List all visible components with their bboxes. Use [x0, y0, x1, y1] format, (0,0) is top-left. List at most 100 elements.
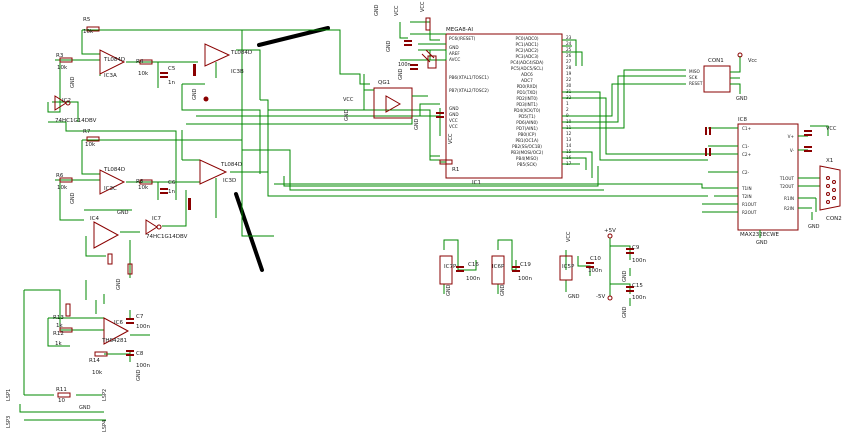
label-gnd-cap-2: GND: [398, 68, 404, 80]
mcu-pin-right: PB1(OC1A): [515, 138, 538, 143]
capacitor-c8: [126, 350, 134, 352]
max232-pin-right: T1OUT: [779, 176, 795, 181]
resistor-r7: [86, 136, 100, 142]
label-r11-value: 10: [58, 398, 65, 404]
label-ic7p: IC7P: [444, 264, 457, 270]
resistor-r11: [57, 392, 71, 398]
label-ic3d: IC3D: [223, 178, 236, 184]
label-ic6: IC6: [114, 320, 123, 326]
capacitor-c6: [160, 188, 168, 190]
max232-pin-left: C1+: [742, 126, 752, 131]
label-con2: CON2: [826, 216, 842, 222]
opamp-ic3b: [204, 43, 231, 67]
label-mcu: MEGA8-AI: [446, 27, 473, 33]
mcu-pin-right: PB0(ICP): [518, 132, 536, 137]
label-vcc-top: VCC: [394, 5, 400, 16]
label-gnd-isp: GND: [736, 96, 748, 102]
label-ic3b: IC3B: [231, 69, 244, 75]
label-ic2-type: 74HC1G14DBV: [55, 118, 97, 124]
ic3a-stage: R5 10k R3 10k TL084D IC3A R4 10k C5 1n T…: [47, 17, 291, 200]
capacitor-c5: [160, 72, 168, 74]
label-vcc-mcu: VCC: [448, 133, 454, 144]
capacitor-c7: [126, 318, 134, 320]
capacitor-c10: [586, 262, 594, 264]
capacitor-c9: [626, 248, 634, 250]
label-r3-value: 10k: [57, 65, 68, 71]
chip-max232: [737, 123, 799, 231]
label-gnda-4: GND: [70, 192, 76, 204]
label-gnd-mcu: GND: [414, 118, 420, 130]
resistor-r6: [59, 177, 73, 183]
mcu-pin-number: 23: [566, 35, 572, 40]
label-gnd-r11: GND: [79, 405, 91, 411]
label-lsp1: LSP1: [6, 389, 12, 401]
label-gnd-max: GND: [756, 240, 768, 246]
resistor-r14: [94, 351, 108, 357]
bus-wires: [186, 29, 708, 197]
mcu-pin-left: AVCC: [449, 57, 460, 62]
label-gnda-c15: GND: [622, 306, 628, 318]
mcu-pin-left: GND: [449, 45, 459, 50]
mcu-pin-number: 2: [566, 107, 569, 112]
label-vcc-osc: VCC: [343, 97, 354, 103]
isp-signal-label: RESET: [689, 81, 703, 86]
label-ic3b-type: TL084D: [230, 50, 252, 56]
label-c8-value: 100n: [136, 363, 150, 369]
mcu-decoupling: R1 VCC GND: [414, 108, 459, 173]
decoupling-ic5p: IC5P C10 100n GND VCC: [559, 231, 602, 300]
mcu-pin-number: 30: [566, 83, 572, 88]
label-r7: R7: [83, 129, 91, 135]
label-gnd-cap: GND: [386, 40, 392, 52]
mcu-block: MEGA8-AI IC1 PC6(/RESET)GNDAREFAVCCPB6(X…: [399, 21, 714, 186]
mcu-pin-number: 13: [566, 137, 572, 142]
label-lsp3: LSP3: [6, 416, 12, 428]
label-r8: R8: [136, 179, 144, 185]
label-gnd-osc: GND: [344, 109, 350, 121]
label-c5: C5: [168, 66, 176, 72]
mcu-pin-right: PC5(ADC5/SCL): [511, 66, 544, 71]
supply-ic6p: [491, 255, 505, 285]
label-gnda-3: GND: [117, 210, 129, 216]
label-gnd-db9: GND: [808, 224, 820, 230]
label-c16-value: 100n: [466, 276, 480, 282]
supply-ic7p: [439, 255, 453, 285]
label-c9: C9: [632, 245, 640, 251]
resistor-r5: [86, 26, 100, 32]
mcu-pin-number: 19: [566, 71, 572, 76]
label-gnd-ic5p: GND: [568, 294, 580, 300]
mcu-pin-right: PB2(SS/OC1B): [512, 144, 542, 149]
label-r5-value: 10k: [83, 29, 94, 35]
rail-plus5v: [607, 233, 613, 239]
label-ic6p: IC6P: [492, 264, 505, 270]
label-r6-value: 10k: [57, 185, 68, 191]
db9-connector: X1 CON2 GND: [808, 158, 842, 230]
resistor-r3: [59, 57, 73, 63]
label-c16: C16: [468, 262, 479, 268]
mcu-pin-number: 26: [566, 53, 572, 58]
mcu-pin-left: GND: [449, 106, 459, 111]
label-r1: R1: [452, 167, 459, 173]
resistor-reset: [425, 17, 431, 31]
mcu-pin-number: 1: [566, 101, 569, 106]
label-c19-value: 100n: [518, 276, 532, 282]
label-ic3a: IC3A: [104, 73, 117, 79]
label-c9-value: 100n: [632, 258, 646, 264]
mcu-pin-right: PC4(ADC4/SDA): [510, 60, 544, 65]
capacitor-c19: [512, 266, 520, 268]
mcu-pin-right: PD7(AIN1): [516, 126, 538, 131]
label-r13: R13: [53, 315, 64, 321]
label-con1: CON1: [708, 58, 724, 64]
max232-pin-left: T2IN: [741, 194, 752, 199]
capacitor-c16: [456, 266, 464, 268]
mcu-pin-left: PB6(XTAL1/TOSC1): [449, 75, 489, 80]
mcu-pin-right: PD3(INT1): [516, 102, 538, 107]
mcu-pin-right: PB3(MOSI/OC2): [511, 150, 544, 155]
gate-ic7: [145, 219, 158, 235]
label-vcc-isp: Vcc: [748, 58, 757, 64]
label-gnda-2: GND: [192, 88, 198, 100]
mcu-pin-right: PC0(ADC0): [515, 36, 538, 41]
isp-signal-label: MISO: [689, 69, 701, 74]
label-ic3a-type: TL084D: [103, 57, 125, 63]
mcu-pin-number: 28: [566, 65, 572, 70]
